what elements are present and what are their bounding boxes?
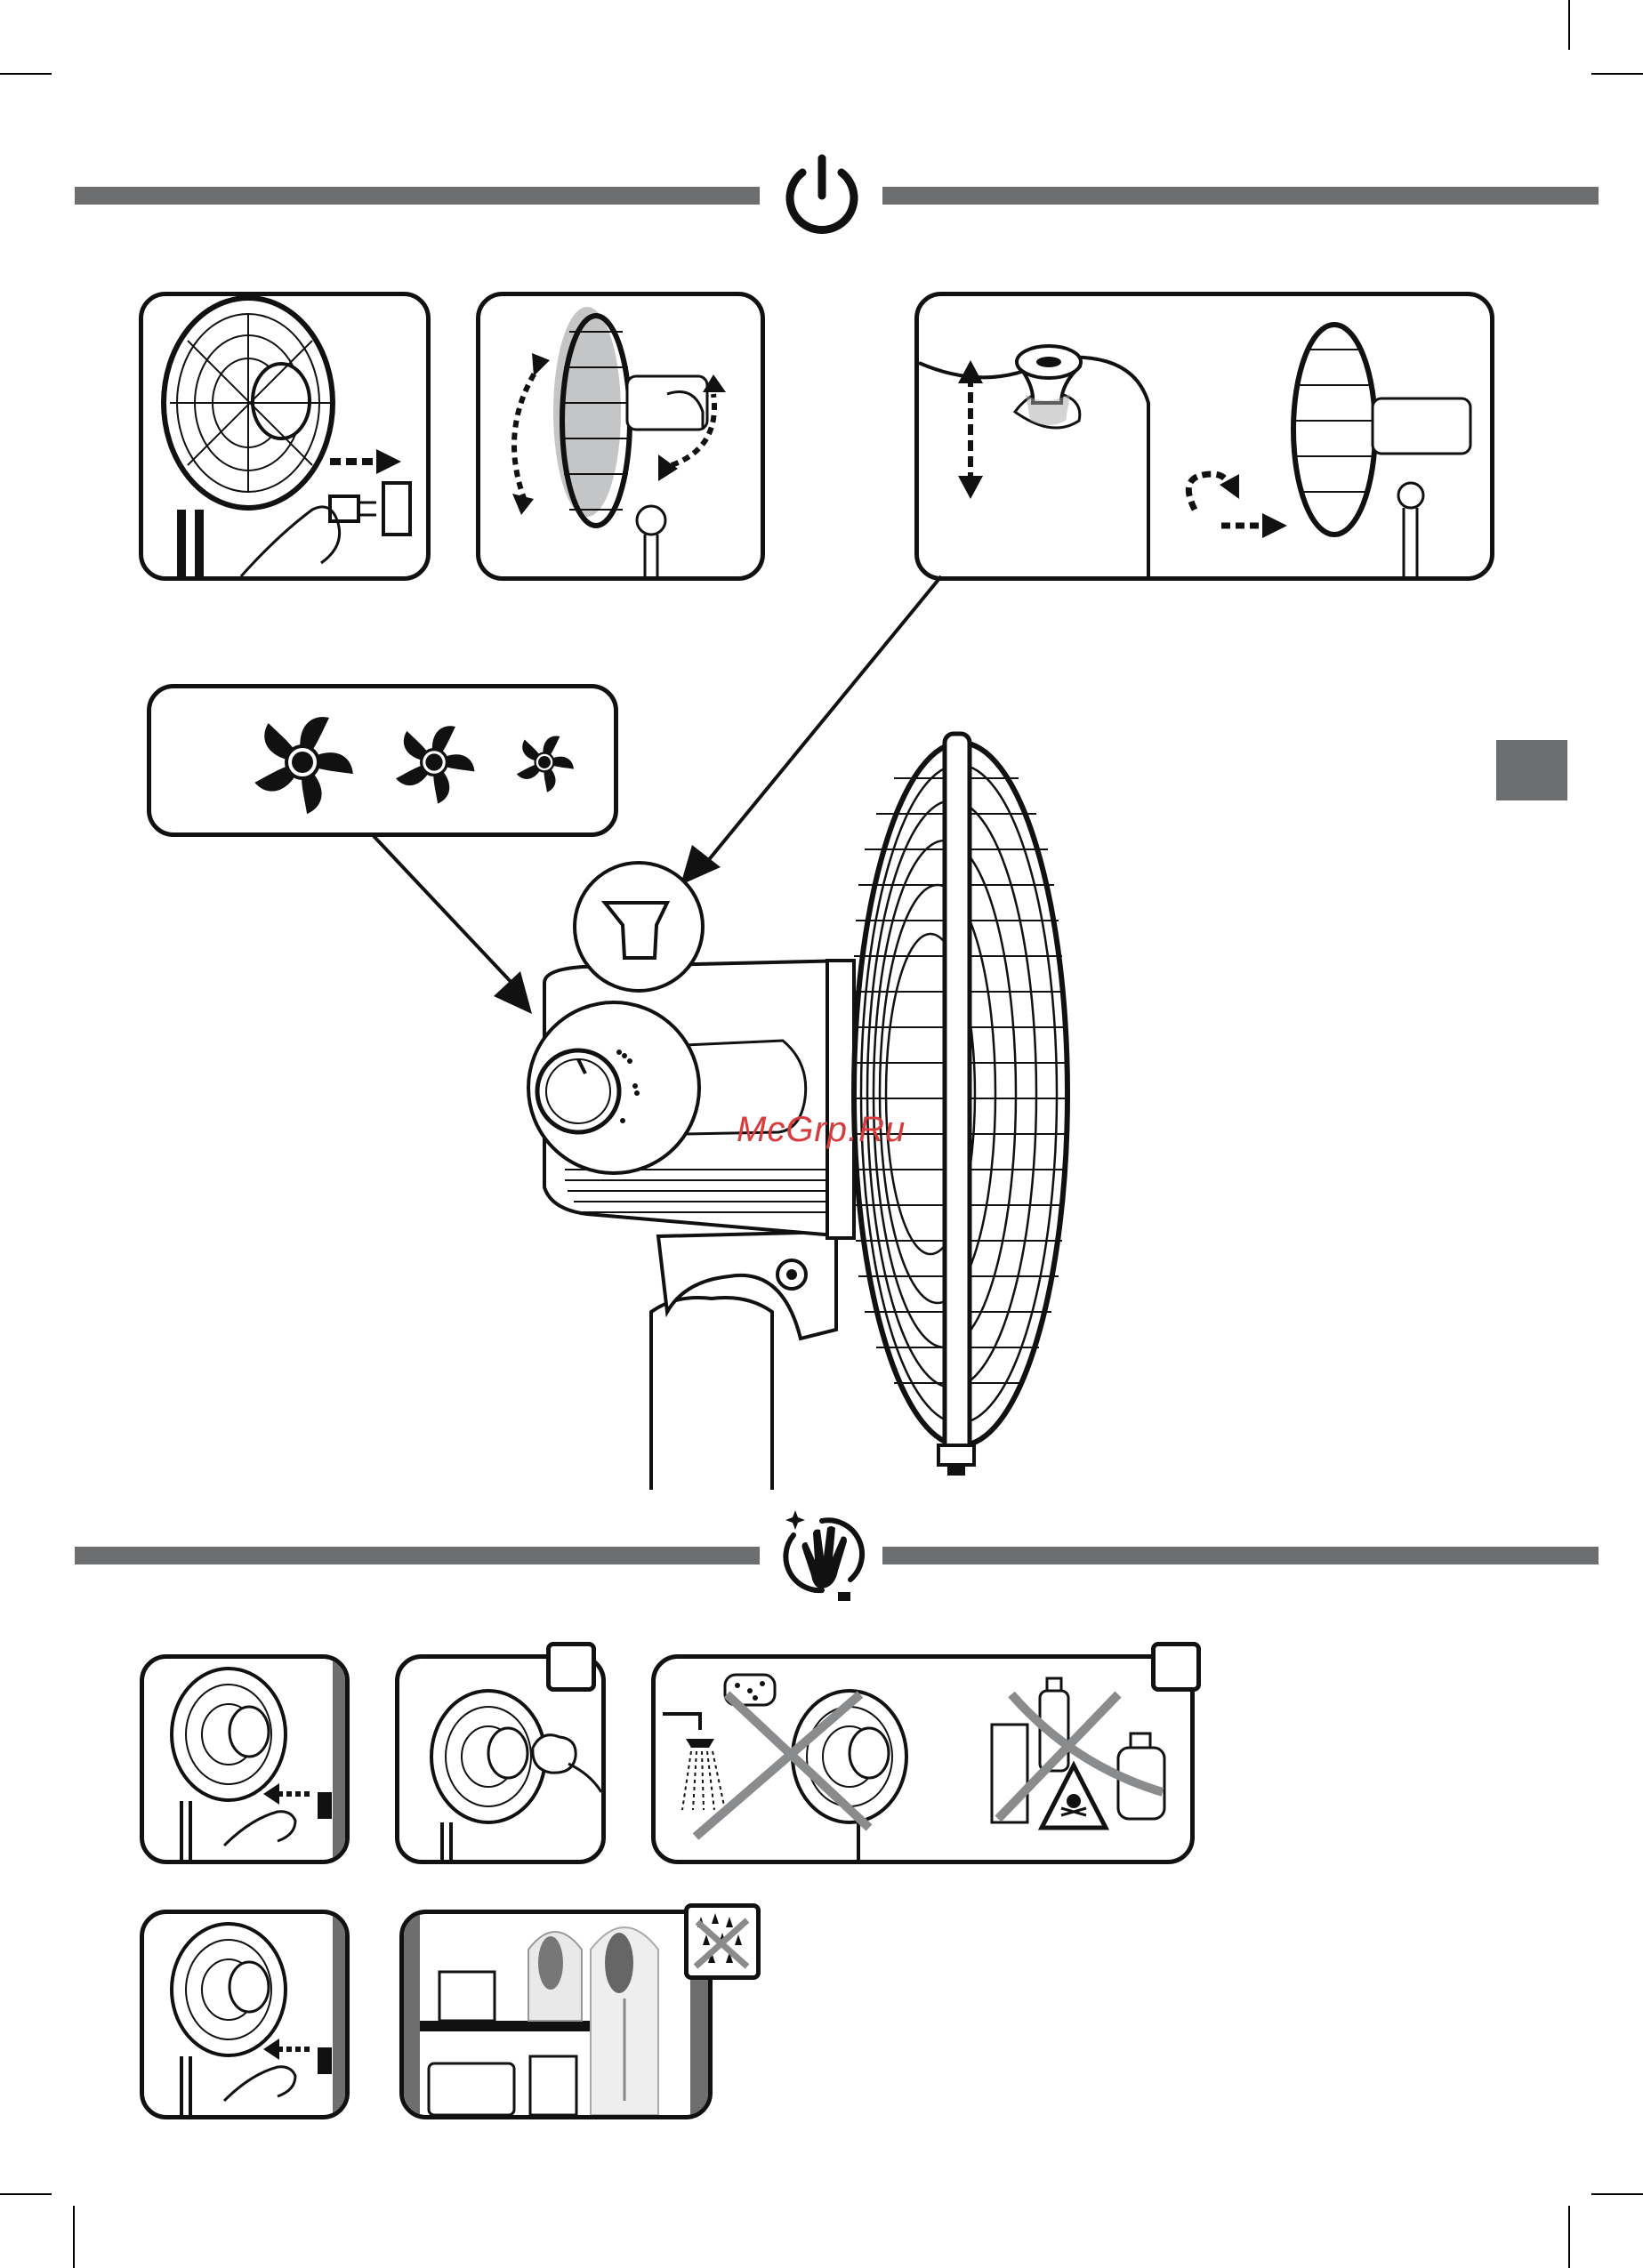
speed-medium-icon	[396, 726, 476, 804]
no-water-no-chemicals-icon	[656, 1659, 1190, 1860]
unplug-icon	[144, 1914, 345, 2115]
step-checkbox	[546, 1642, 596, 1692]
maint-unplug-panel	[140, 1654, 350, 1864]
maint-no-water-panel	[651, 1654, 1195, 1864]
speed-high-icon	[254, 717, 354, 815]
no-water-storage-badge	[684, 1903, 761, 1980]
watermark: McGrp.Ru	[737, 1110, 906, 1150]
step-checkbox	[1151, 1642, 1201, 1692]
fan-side-view-illustration	[534, 725, 1103, 1490]
section-rule-right	[882, 1547, 1599, 1564]
cleaning-hand-icon	[776, 1508, 868, 1606]
language-tab	[1496, 740, 1567, 800]
maint-unplug-panel-2	[140, 1910, 350, 2119]
maint-storage-panel	[399, 1910, 713, 2119]
unplug-icon	[144, 1659, 345, 1860]
section-rule-left	[75, 1547, 760, 1564]
no-water-icon	[689, 1908, 756, 1975]
store-covered-icon	[404, 1914, 708, 2115]
